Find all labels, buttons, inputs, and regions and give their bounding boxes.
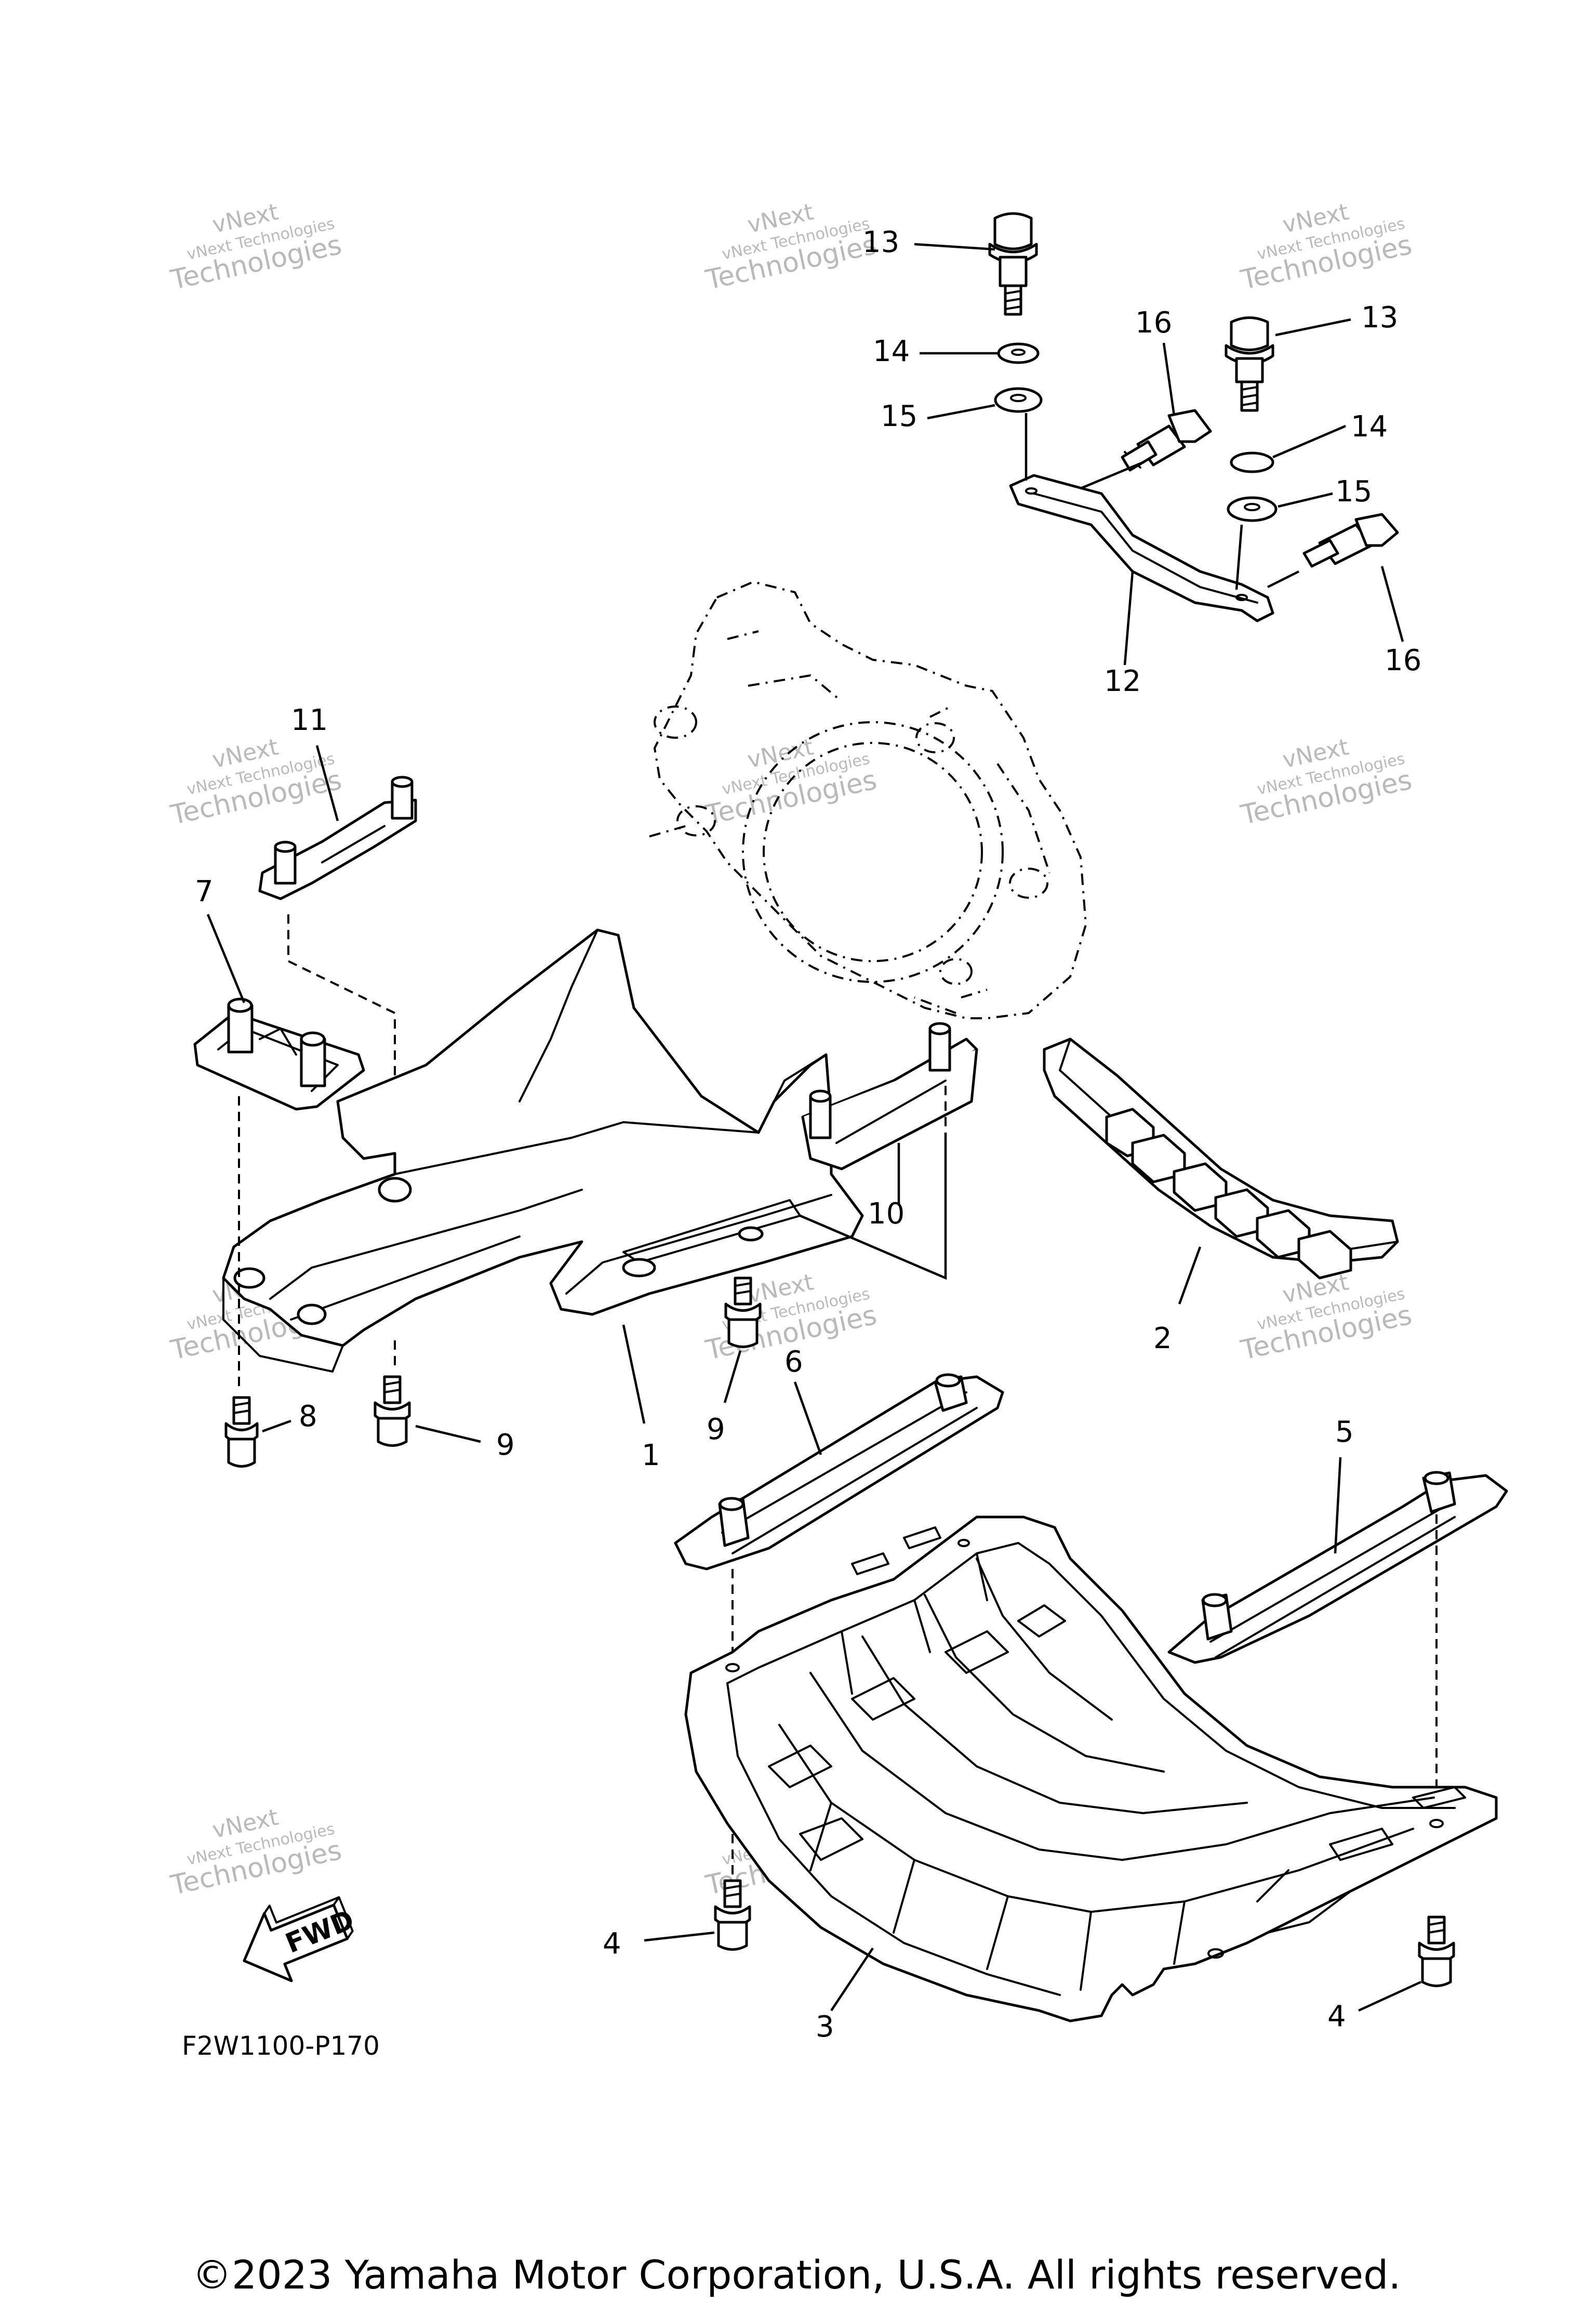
- callout-4: 4: [1327, 2000, 1346, 2033]
- watermark: vNext vNext Technologies Technologies: [703, 198, 880, 296]
- bolt-9-left: [374, 1375, 411, 1447]
- callout-6: 6: [784, 1345, 803, 1379]
- callout-13: 13: [862, 225, 899, 259]
- callout-16: 16: [1385, 644, 1421, 677]
- bolt-4-left: [714, 1879, 751, 1951]
- callout-9: 9: [707, 1413, 725, 1446]
- callout-16: 16: [1135, 306, 1172, 340]
- watermark: vNext vNext Technologies Technologies: [168, 198, 344, 296]
- bolt-16-lower: [1302, 513, 1399, 568]
- callout-4: 4: [603, 1927, 621, 1961]
- watermark: vNext vNext Technologies Technologies: [1238, 198, 1415, 296]
- pad-7: [193, 997, 365, 1111]
- callout-1: 1: [642, 1439, 660, 1472]
- washer-14-top: [997, 342, 1040, 364]
- watermark: vNext vNext Technologies Technologies: [703, 734, 880, 831]
- intake-duct-1: [222, 928, 864, 1373]
- callout-2: 2: [1153, 1322, 1172, 1355]
- callout-12: 12: [1104, 664, 1141, 698]
- bolt-13-right: [1225, 316, 1274, 412]
- callout-10: 10: [868, 1197, 905, 1231]
- pad-10: [801, 1022, 978, 1170]
- washer-14-right: [1230, 451, 1274, 473]
- callout-13: 13: [1361, 301, 1398, 335]
- callout-7: 7: [195, 875, 214, 909]
- callout-15: 15: [881, 400, 917, 433]
- callout-14: 14: [1351, 410, 1388, 444]
- diagram-reference-code: F2W1100-P170: [182, 2031, 380, 2061]
- callout-5: 5: [1335, 1415, 1354, 1449]
- bracket-12: [1009, 474, 1274, 622]
- rail-6: [674, 1373, 1004, 1571]
- callout-15: 15: [1335, 475, 1372, 509]
- bumper-2: [1043, 1037, 1399, 1280]
- bolt-8: [224, 1396, 259, 1468]
- callout-3: 3: [816, 2010, 834, 2044]
- watermark: vNext vNext Technologies Technologies: [168, 734, 344, 831]
- intake-grate-3: [684, 1515, 1498, 2023]
- watermark: vNext vNext Technologies Technologies: [168, 1804, 344, 1901]
- callout-8: 8: [299, 1400, 317, 1433]
- rail-5: [1167, 1471, 1508, 1664]
- bolt-4-right: [1418, 1915, 1455, 1987]
- bolt-13-top: [988, 212, 1038, 316]
- bolt-16-upper: [1121, 409, 1212, 472]
- watermark: vNext vNext Technologies Technologies: [1238, 734, 1415, 831]
- callout-9: 9: [496, 1428, 515, 1462]
- callout-14: 14: [873, 335, 910, 368]
- fwd-arrow-icon: FWD: [243, 1896, 358, 1983]
- callout-11: 11: [291, 703, 328, 737]
- pump-housing-phantom: [649, 580, 1087, 1019]
- plate-11: [258, 776, 417, 900]
- callout-labels: 13 14 15 16 13 14 15 12 16 11 7 10 2 1 9…: [195, 225, 1421, 2044]
- copyright-notice: ©2023 Yamaha Motor Corporation, U.S.A. A…: [192, 2252, 1401, 2298]
- bolt-9-center: [724, 1276, 762, 1348]
